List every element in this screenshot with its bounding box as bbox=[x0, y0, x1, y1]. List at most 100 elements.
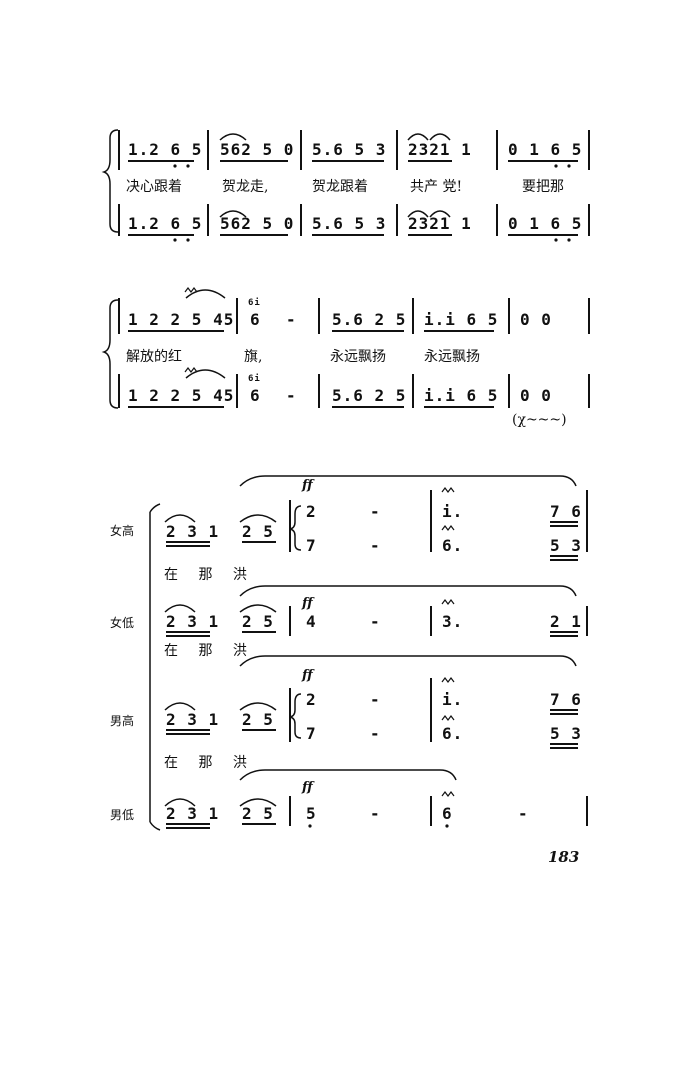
beam bbox=[128, 406, 224, 408]
beam bbox=[166, 823, 210, 825]
measure-2-dash: - bbox=[286, 386, 297, 405]
lyric-5: 要把那 bbox=[522, 179, 564, 195]
bracket-note: (χ~~~) bbox=[512, 412, 567, 428]
dynamic-ff: ff bbox=[302, 478, 313, 493]
beam bbox=[166, 729, 210, 731]
barline bbox=[412, 298, 414, 334]
barline bbox=[586, 796, 588, 826]
beam bbox=[242, 823, 276, 825]
beam bbox=[550, 747, 578, 749]
grace-note: 6i bbox=[248, 374, 261, 384]
tenor-upper-4: 7 6 bbox=[550, 690, 582, 709]
barline bbox=[318, 298, 320, 334]
alto-upper-3: 3. bbox=[442, 612, 464, 631]
barline bbox=[586, 606, 588, 636]
measure-3-top: 5.6 2 5 bbox=[332, 310, 407, 329]
soprano-lower-4: 5 3 bbox=[550, 536, 582, 555]
barline bbox=[289, 606, 291, 636]
barline bbox=[430, 606, 432, 636]
beam bbox=[166, 631, 210, 633]
barline bbox=[588, 204, 590, 236]
tenor-upper-2: - bbox=[370, 690, 381, 709]
voice-label-tenor: 男高 bbox=[110, 714, 135, 728]
barline bbox=[300, 204, 302, 236]
bass-upper-4: - bbox=[518, 804, 529, 823]
soprano-upper-1: 2 bbox=[306, 502, 317, 521]
soprano-upper-2: - bbox=[370, 502, 381, 521]
lyric-3: 贺龙跟着 bbox=[312, 179, 368, 195]
barline bbox=[430, 678, 432, 742]
barline bbox=[318, 374, 320, 408]
barline bbox=[508, 374, 510, 408]
lyric-2: 贺龙走, bbox=[222, 179, 269, 195]
beam bbox=[408, 234, 452, 236]
soprano-upper-3: i. bbox=[442, 502, 464, 521]
measure-5-top: 0 1 6 5 bbox=[508, 140, 583, 159]
beam bbox=[128, 234, 194, 236]
soprano-upper-4: 7 6 bbox=[550, 502, 582, 521]
beam bbox=[508, 234, 578, 236]
alto-upper-2: - bbox=[370, 612, 381, 631]
barline bbox=[508, 298, 510, 334]
beam bbox=[332, 330, 404, 332]
voice-label-alto: 女低 bbox=[110, 616, 135, 630]
bass-m2: 2 5 bbox=[242, 804, 274, 823]
lyric-1: 解放的红 bbox=[126, 349, 182, 365]
beam bbox=[312, 160, 384, 162]
beam bbox=[128, 330, 224, 332]
barline bbox=[289, 796, 291, 826]
measure-3-bottom: 5.6 2 5 bbox=[332, 386, 407, 405]
lyric-2: 旗, bbox=[244, 349, 263, 365]
tenor-lower-1: 7 bbox=[306, 724, 317, 743]
measure-1-top: 1.2 6 5 bbox=[128, 140, 203, 159]
barline bbox=[289, 688, 291, 742]
measure-1-bottom: 1.2 6 5 bbox=[128, 214, 203, 233]
barline bbox=[588, 130, 590, 170]
beam bbox=[166, 541, 210, 543]
beam bbox=[166, 733, 210, 735]
dynamic-ff: ff bbox=[302, 780, 313, 795]
voice-label-bass: 男低 bbox=[110, 808, 135, 822]
beam bbox=[550, 743, 578, 745]
beam bbox=[242, 631, 276, 633]
measure-5-bottom: 0 0 bbox=[520, 386, 552, 405]
measure-4-top: i.i 6 5 bbox=[424, 310, 499, 329]
bass-upper-2: - bbox=[370, 804, 381, 823]
beam bbox=[242, 729, 276, 731]
barline bbox=[118, 130, 120, 170]
bass-upper-1: 5 bbox=[306, 804, 317, 823]
barline bbox=[396, 204, 398, 236]
beam bbox=[550, 631, 578, 633]
barline bbox=[430, 490, 432, 552]
beam bbox=[550, 555, 578, 557]
measure-1-top: 1 2 2 5 45 bbox=[128, 310, 235, 329]
page-number: 183 bbox=[548, 848, 580, 866]
beam bbox=[312, 234, 384, 236]
measure-4-top: 2321 1 bbox=[408, 140, 472, 159]
barline bbox=[289, 500, 291, 552]
bass-m1: 2 3 1 bbox=[166, 804, 220, 823]
barline bbox=[430, 796, 432, 826]
tenor-m1: 2 3 1 bbox=[166, 710, 220, 729]
barline bbox=[588, 298, 590, 334]
grace-note: 6i bbox=[248, 298, 261, 308]
beam bbox=[550, 709, 578, 711]
measure-3-top: 5.6 5 3 bbox=[312, 140, 387, 159]
tenor-lyrics: 在 那 洪 bbox=[164, 755, 247, 771]
barline bbox=[412, 374, 414, 408]
measure-2-top: 562 5 0 bbox=[220, 140, 295, 159]
measure-4-bottom: 2321 1 bbox=[408, 214, 472, 233]
bass-upper-3: 6 bbox=[442, 804, 453, 823]
tenor-lower-3: 6. bbox=[442, 724, 464, 743]
alto-upper-1: 4 bbox=[306, 612, 317, 631]
beam bbox=[128, 160, 194, 162]
lyric-3: 永远飘扬 bbox=[330, 349, 386, 365]
beam bbox=[550, 635, 578, 637]
barline bbox=[396, 130, 398, 170]
measure-2-top: 6 bbox=[250, 310, 261, 329]
tenor-upper-1: 2 bbox=[306, 690, 317, 709]
soprano-lyrics: 在 那 洪 bbox=[164, 567, 247, 583]
barline bbox=[496, 130, 498, 170]
barline bbox=[496, 204, 498, 236]
alto-m2: 2 5 bbox=[242, 612, 274, 631]
